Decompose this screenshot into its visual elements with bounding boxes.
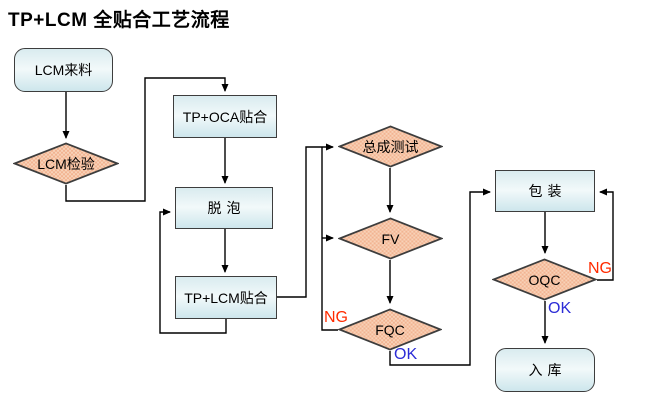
node-label: 包装 bbox=[528, 183, 567, 199]
node-label: LCM检验 bbox=[37, 155, 95, 172]
diamond-shape bbox=[492, 258, 597, 301]
node-label: 总成测试 bbox=[362, 138, 419, 155]
diamond-shape bbox=[338, 217, 443, 260]
node-fqc: FQC bbox=[338, 308, 442, 351]
node-label: FQC bbox=[375, 321, 405, 338]
page-title: TP+LCM 全贴合工艺流程 bbox=[8, 10, 230, 31]
node-label: 入库 bbox=[528, 362, 567, 378]
node-label: LCM来料 bbox=[34, 62, 93, 78]
diamond-shape bbox=[338, 125, 443, 168]
node-label: OQC bbox=[528, 271, 561, 288]
fqc-ok-label: OK bbox=[394, 346, 418, 363]
node-oqc: OQC bbox=[492, 258, 597, 301]
edge-tp-lcm-to-assembly-test bbox=[277, 143, 334, 298]
node-tp-oca-lamination: TP+OCA贴合 bbox=[173, 95, 277, 138]
node-packing: 包装 bbox=[495, 170, 595, 212]
diamond-shape bbox=[13, 142, 119, 185]
node-tp-lcm-lamination: TP+LCM贴合 bbox=[175, 276, 277, 319]
node-fv: FV bbox=[338, 217, 443, 260]
node-label: FV bbox=[381, 230, 400, 247]
node-label: 脱泡 bbox=[207, 200, 246, 216]
oqc-ng-label: NG bbox=[588, 260, 612, 277]
oqc-ok-label: OK bbox=[548, 300, 572, 317]
fqc-ng-label: NG bbox=[324, 309, 348, 326]
edge-fqc-ng-return bbox=[321, 147, 338, 331]
node-assembly-test: 总成测试 bbox=[338, 125, 443, 168]
node-warehousing: 入库 bbox=[495, 348, 595, 392]
node-lcm-inspection: LCM检验 bbox=[13, 142, 119, 185]
diamond-shape bbox=[338, 308, 442, 351]
node-defoaming: 脱泡 bbox=[175, 187, 273, 229]
node-label: TP+OCA贴合 bbox=[182, 108, 268, 125]
node-label: TP+LCM贴合 bbox=[184, 289, 268, 306]
node-lcm-incoming: LCM来料 bbox=[14, 48, 113, 92]
